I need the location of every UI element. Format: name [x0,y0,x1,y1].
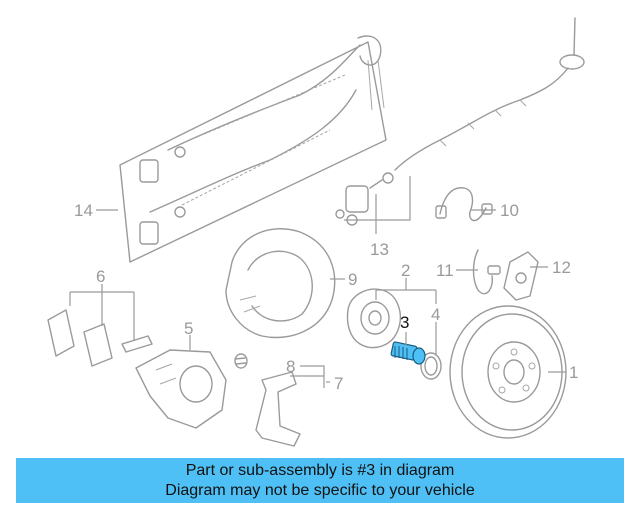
callout-9: 9 [348,270,357,289]
callout-1: 1 [569,363,578,382]
callout-2: 2 [401,261,410,280]
callout-11: 11 [436,261,454,280]
info-banner: Part or sub-assembly is #3 in diagram Di… [16,458,624,503]
callout-10: 10 [500,201,519,220]
brake-pads [47,309,153,367]
banner-line-disclaimer: Diagram may not be specific to your vehi… [165,482,475,499]
callout-labels: 14 10 13 12 11 9 2 6 3 4 5 8 7 1 [74,201,578,393]
leader-lines [69,176,566,388]
caliper-bracket [255,371,301,447]
guide-bushing [234,353,248,369]
callout-5: 5 [184,319,193,338]
abs-sensor-11 [472,249,501,295]
splash-shield [225,228,336,339]
callout-8: 8 [286,357,295,376]
wheel-hub [346,288,401,349]
callout-7: 7 [334,374,343,393]
callout-12: 12 [552,258,571,277]
banner-line-part: Part or sub-assembly is #3 in diagram [185,462,455,479]
hub-bolt-highlighted [390,341,426,365]
harness-panel [119,35,387,263]
brake-caliper [135,349,227,429]
callout-6: 6 [96,267,105,286]
snap-ring [420,352,442,380]
callout-13: 13 [370,240,389,259]
abs-sensor-10 [435,187,493,222]
sensor-cable [382,17,585,184]
sensor-bracket-12 [503,251,539,301]
callout-3: 3 [400,313,409,332]
callout-4: 4 [431,305,440,324]
parts-diagram: 14 10 13 12 11 9 2 6 3 4 5 8 7 1 [47,17,585,447]
speed-sensor [335,179,383,226]
callout-14: 14 [74,201,93,220]
